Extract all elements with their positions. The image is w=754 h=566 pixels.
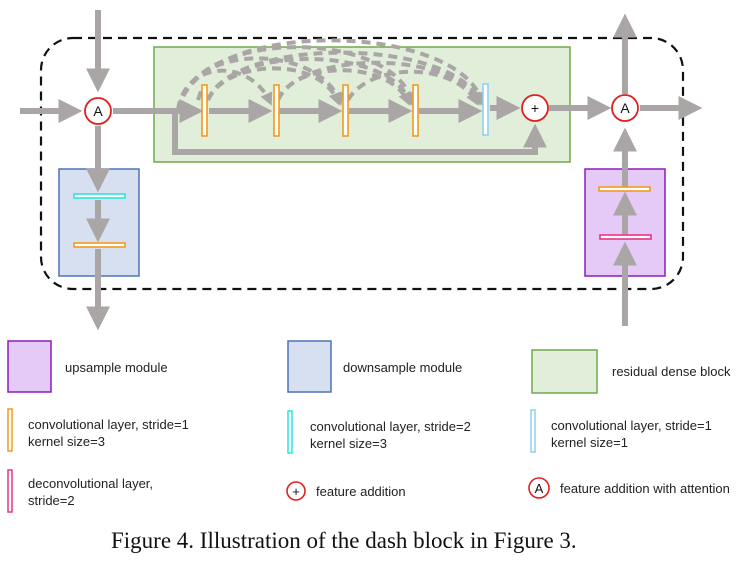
flow-arrows [20,10,703,331]
legend-label-conv-s2-k3-line2: kernel size=3 [310,436,387,451]
legend-label-deconv-s2-line1: deconvolutional layer, [28,476,153,491]
legend-swatch-conv-s2-k3 [287,410,293,454]
legend-label-feature-addition: feature addition [316,484,406,499]
deconv-layer-s2 [599,234,652,240]
conv-layer-s1-k1 [482,83,489,136]
legend-label-conv-s2-k3-line1: convolutional layer, stride=2 [310,419,471,434]
legend-swatch-conv-s1-k3 [7,408,13,452]
conv-layer-s1-k3 [273,84,280,137]
legend-swatch-upsample [7,340,52,393]
conv-layer-s1-k3 [201,84,208,137]
addition-symbol: + [531,100,539,116]
addition-symbol: + [292,484,300,499]
attention-node-output: A [611,94,639,122]
dash-block-border [39,36,685,291]
attention-symbol: A [93,103,103,119]
figure-caption: Figure 4. Illustration of the dash block… [111,528,577,553]
legend-label-feature-addition-attention: feature addition with attention [560,481,730,496]
conv-layer-s1-k3 [598,186,651,192]
legend: upsample module downsample module residu… [7,340,731,513]
dense-connection [176,38,486,111]
dense-connection [346,69,478,106]
conv-layer-s1-k3 [73,242,126,248]
dense-connection [206,50,483,106]
attention-node-input: A [84,97,112,125]
legend-label-residual: residual dense block [612,364,731,379]
conv-layer-s2-k3 [73,193,126,199]
legend-label-deconv-s2-line2: stride=2 [28,493,75,508]
legend-swatch-feature-addition: + [286,481,306,501]
legend-swatch-conv-s1-k1 [530,409,536,453]
legend-label-conv-s1-k1-line1: convolutional layer, stride=1 [551,418,712,433]
legend-label-conv-s1-k3-line1: convolutional layer, stride=1 [28,417,189,432]
legend-swatch-deconv-s2 [7,469,13,513]
legend-swatch-feature-addition-attention: A [528,477,550,499]
attention-symbol: A [620,100,630,116]
legend-label-upsample: upsample module [65,360,168,375]
legend-label-conv-s1-k3-line2: kernel size=3 [28,434,105,449]
attention-symbol: A [535,481,544,496]
legend-label-conv-s1-k1-line2: kernel size=1 [551,435,628,450]
dense-connections [176,38,486,111]
legend-swatch-downsample [287,340,332,393]
residual-skip-connection [172,111,547,155]
conv-layer-s1-k3 [412,84,419,137]
conv-layer-s1-k3 [342,84,349,137]
legend-swatch-residual [531,349,598,394]
legend-label-downsample: downsample module [343,360,462,375]
addition-node: + [521,94,549,122]
